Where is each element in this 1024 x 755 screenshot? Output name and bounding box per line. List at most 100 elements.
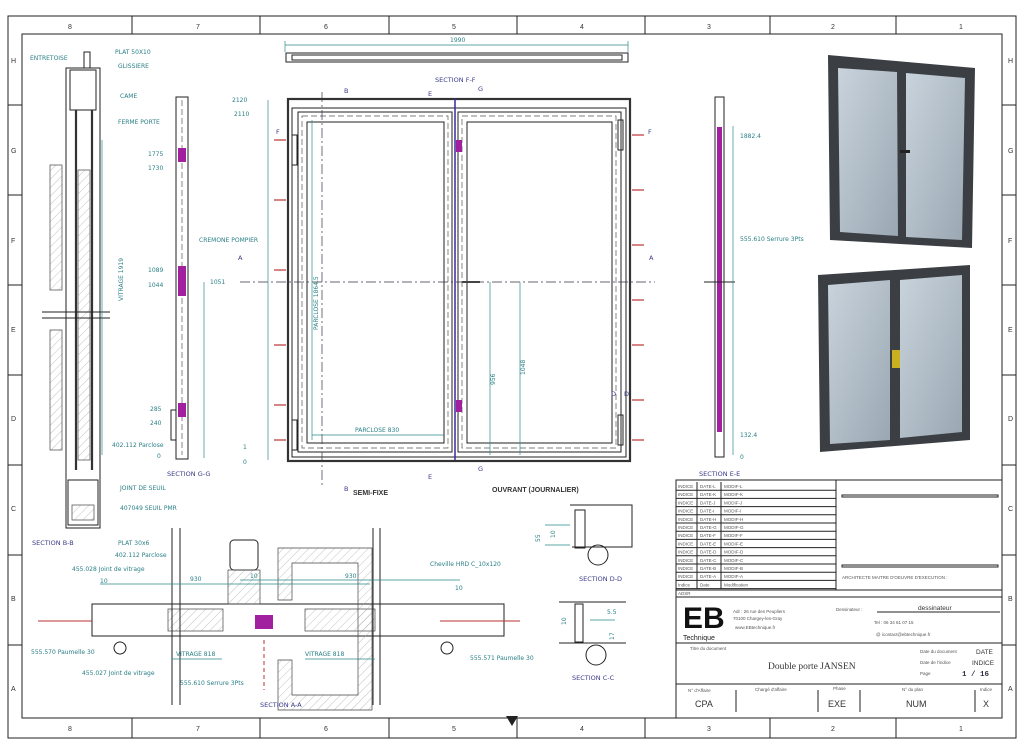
label-paumelle-2: 555.571 Paumelle 30 bbox=[470, 655, 534, 662]
row-label: B bbox=[1008, 596, 1013, 603]
page-label: Page bbox=[920, 671, 931, 676]
marker-f: F bbox=[648, 128, 652, 136]
dim-1882-4: 1882.4 bbox=[740, 133, 761, 140]
col-label: 8 bbox=[68, 726, 72, 733]
revision-cell: INDICE bbox=[678, 550, 693, 555]
dim-10: 10 bbox=[561, 617, 568, 625]
revision-cell: INDICE bbox=[678, 492, 693, 497]
revision-cell: DATE-L bbox=[700, 484, 716, 489]
phase-value: EXE bbox=[828, 699, 846, 709]
label-cheville: Cheville HRD C_10x120 bbox=[430, 561, 501, 568]
revision-cell: MODIF-A bbox=[724, 574, 743, 579]
col-label: 7 bbox=[196, 24, 200, 31]
row-label: B bbox=[11, 596, 16, 603]
dim-930: 930 bbox=[190, 576, 202, 583]
section-cc-title: SECTION C-C bbox=[572, 674, 615, 682]
section-gg-drawing bbox=[170, 96, 205, 460]
revision-cell: INDICE bbox=[678, 517, 693, 522]
revision-cell: MODIF-B bbox=[724, 566, 743, 571]
dessinateur-value: dessinateur bbox=[918, 605, 952, 612]
revision-cell: MODIF-H bbox=[724, 517, 743, 522]
col-label: 6 bbox=[324, 726, 328, 733]
label-plat-30x6: PLAT 30x6 bbox=[118, 540, 149, 547]
date-indice-label: Date de l'indice bbox=[920, 660, 951, 665]
label-joint-vitrage-2: 455.027 Joint de vitrage bbox=[82, 670, 155, 677]
marker-e: E bbox=[428, 90, 432, 98]
revision-cell: MODIF-I bbox=[724, 509, 741, 514]
col-label: 1 bbox=[959, 24, 963, 31]
marker-a: A bbox=[238, 254, 243, 262]
revision-cell: INDICE bbox=[678, 558, 693, 563]
parclose-horizontal: PARCLOSE 830 bbox=[355, 427, 399, 434]
dim-0: 0 bbox=[740, 454, 744, 461]
address-line-2: 70100 Chargey-les-Gray bbox=[733, 616, 783, 621]
client-label: ADSR bbox=[678, 591, 691, 596]
col-label: 1 bbox=[959, 726, 963, 733]
revision-cell: DATE-G bbox=[700, 525, 717, 530]
row-label: G bbox=[1008, 148, 1013, 155]
revision-cell: DATE-B bbox=[700, 566, 716, 571]
tel: Tel : 06 34 61 07 15 bbox=[874, 620, 914, 625]
row-label: E bbox=[1008, 327, 1013, 334]
eb-logo-subtitle: Technique bbox=[683, 635, 715, 642]
section-bb-drawing bbox=[42, 51, 110, 529]
dim-0: 0 bbox=[243, 459, 247, 466]
dim-132-4: 132.4 bbox=[740, 432, 757, 439]
dim-1089: 1089 bbox=[148, 267, 163, 274]
plan-label: N° du plan bbox=[902, 687, 924, 692]
section-ee-title: SECTION E-E bbox=[699, 470, 740, 478]
col-label: 3 bbox=[707, 24, 711, 31]
col-label: 4 bbox=[580, 726, 584, 733]
revision-cell: DATE-D bbox=[700, 550, 717, 555]
section-aa-title: SECTION A-A bbox=[260, 701, 302, 709]
col-label: 7 bbox=[196, 726, 200, 733]
label-serrure-aa: 555.610 Serrure 3Pts bbox=[180, 680, 244, 687]
doc-title: Double porte JANSEN bbox=[768, 662, 856, 672]
revision-cell: DATE-I bbox=[700, 509, 714, 514]
dim-1048: 1048 bbox=[520, 360, 527, 375]
row-label: D bbox=[11, 416, 16, 423]
marker-e: E bbox=[428, 473, 432, 481]
row-label: A bbox=[11, 686, 16, 693]
sheet-frame bbox=[7, 15, 1017, 739]
affaire-label: N° d'Affaire bbox=[688, 688, 711, 693]
revision-cell: INDICE bbox=[678, 484, 693, 489]
row-label: C bbox=[1008, 506, 1013, 513]
section-ee-drawing bbox=[704, 96, 735, 458]
section-dd-title: SECTION D-D bbox=[579, 575, 622, 583]
phase-label: Phase bbox=[833, 686, 846, 691]
col-label: 4 bbox=[580, 24, 584, 31]
revision-cell: MODIF-K bbox=[724, 492, 743, 497]
elevation-drawing bbox=[240, 92, 655, 485]
page-number: 1 / 16 bbox=[962, 671, 990, 679]
revision-cell: INDICE bbox=[678, 509, 693, 514]
parclose-vertical: PARCLOSE 1864.5 bbox=[313, 276, 320, 330]
dim-1775: 1775 bbox=[148, 151, 163, 158]
label-entretoise: ENTRETOISE bbox=[30, 55, 68, 62]
dim-vitrage-818: VITRAGE 818 bbox=[305, 651, 344, 658]
row-label: C bbox=[11, 506, 16, 513]
col-label: 5 bbox=[452, 726, 456, 733]
revision-cell: MODIF-D bbox=[724, 550, 744, 555]
dim-17: 17 bbox=[609, 632, 616, 640]
label-parclose: 402.112 Parclose bbox=[112, 442, 164, 449]
dim-240: 240 bbox=[150, 420, 162, 427]
row-label: H bbox=[11, 58, 16, 65]
dim-1: 1 bbox=[243, 444, 247, 451]
label-seuil-pmr: 407049 SEUIL PMR bbox=[120, 505, 177, 512]
revision-cell: MODIF-L bbox=[724, 484, 743, 489]
label-paumelle-1: 555.570 Paumelle 30 bbox=[31, 649, 95, 656]
marker-b: B bbox=[344, 87, 348, 95]
row-label: F bbox=[11, 238, 15, 245]
date-doc-label: Date du document bbox=[920, 649, 958, 654]
revision-cell: INDICE bbox=[678, 500, 693, 505]
revision-cell: DATE-J bbox=[700, 500, 715, 505]
architect-label: ARCHITECTE MAITRE D'OEUVRE D'EXECUTION : bbox=[842, 575, 947, 580]
revision-cell: INDICE bbox=[678, 525, 693, 530]
address-line-1: Adr : 26 rue des Peupliers bbox=[733, 609, 786, 614]
charge-label: Chargé d'affaire bbox=[755, 687, 787, 692]
door-render-closed bbox=[828, 55, 975, 248]
indice-value: X bbox=[983, 699, 989, 709]
